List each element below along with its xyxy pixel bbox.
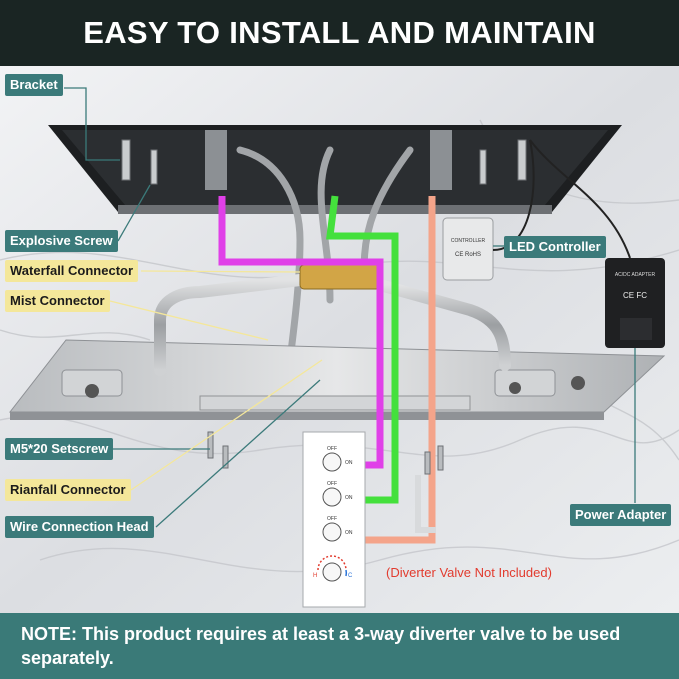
guide-lines [218,195,436,544]
callout-leaders [64,87,636,528]
header-banner: EASY TO INSTALL AND MAINTAIN [0,0,679,66]
power-adapter-device: AC/DC ADAPTER CE FC [605,258,665,348]
temp-h-label: H [313,573,317,579]
header-title: EASY TO INSTALL AND MAINTAIN [83,15,596,50]
hex-key [415,475,436,533]
label-mist-connector: Mist Connector [5,290,110,312]
label-explosive-screw: Explosive Screw [5,230,118,252]
label-led-controller: LED Controller [504,236,606,258]
controller-text: CONTROLLER [451,238,486,244]
adapter-marks-text: CE FC [623,291,647,300]
setscrews [207,431,444,475]
label-bracket: Bracket [5,74,63,96]
label-rainfall-connector: Rianfall Connector [5,479,131,501]
label-m5-setscrew: M5*20 Setscrew [5,438,114,460]
temp-c-label: C [348,573,353,579]
valve-off-label-3: OFF [327,516,337,522]
explosive-screws [121,139,527,185]
footer-note-banner: NOTE: This product requires at least a 3… [0,613,679,679]
valve-on-label-1: ON [345,460,353,466]
label-wire-connection-head: Wire Connection Head [5,516,154,538]
label-power-adapter: Power Adapter [570,504,672,526]
ce-rohs-text: CE RoHS [455,252,481,258]
pipework [154,274,511,391]
led-controller-device: CONTROLLER CE RoHS [442,139,631,281]
valve-off-label-2: OFF [327,481,337,487]
diverter-note: (Diverter Valve Not Included) [386,565,552,580]
bracket-box [48,125,622,214]
footer-note: NOTE: This product requires at least a 3… [21,624,621,668]
valve-on-label-2: ON [345,495,353,501]
valve-on-label-3: ON [345,530,353,536]
brass-connector [299,264,381,290]
adapter-title-text: AC/DC ADAPTER [615,272,656,278]
valve-off-label-1: OFF [327,446,337,452]
label-waterfall-connector: Waterfall Connector [5,260,139,282]
diverter-valve: ON ON ON OFF OFF OFF H C [302,431,366,608]
